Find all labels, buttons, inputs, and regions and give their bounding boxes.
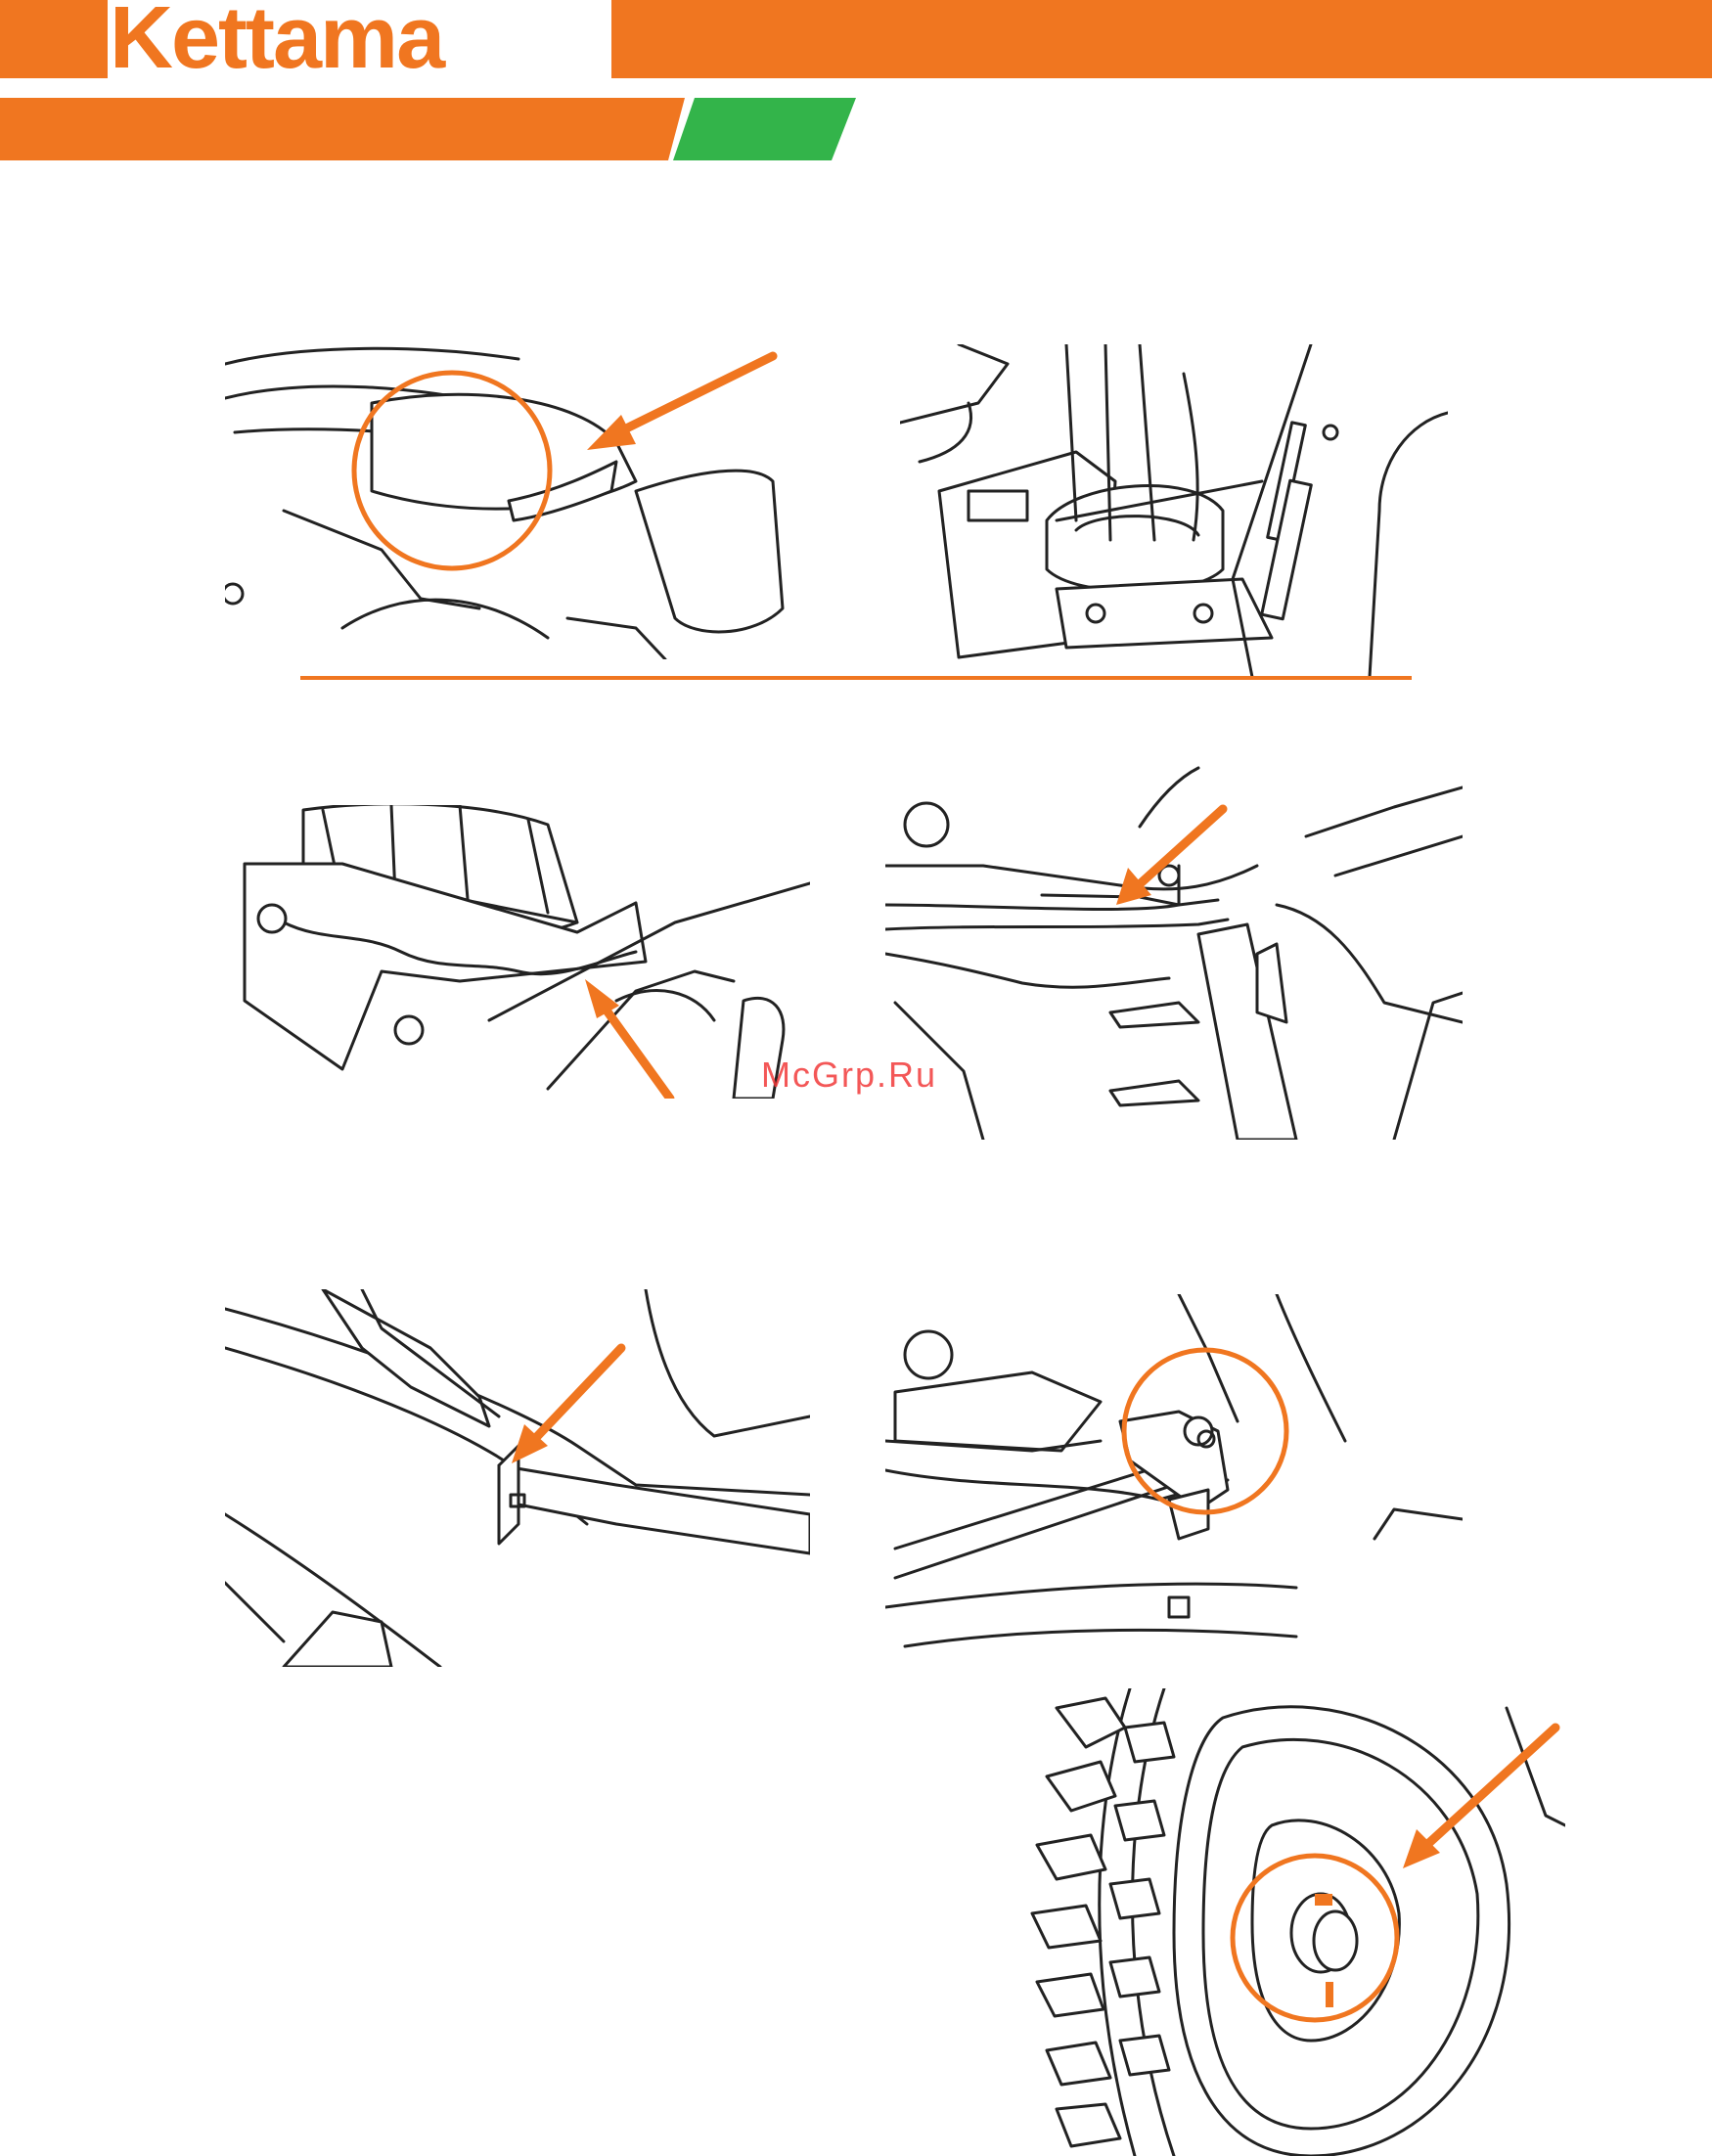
figure-chute-installed [900,344,1448,677]
figure-cable-end [885,1294,1463,1671]
figure-retainer-bracket [225,1289,810,1667]
header-stripe [0,98,856,160]
figure-chute-clip [225,344,810,659]
section-divider [300,676,1412,680]
figure-wheel-axle [1017,1688,1565,2156]
watermark: McGrp.Ru [761,1055,937,1096]
figure-chute-retainer [885,758,1463,1140]
brand-logo: Kettama [110,0,443,82]
figure-chute-base [225,805,810,1099]
